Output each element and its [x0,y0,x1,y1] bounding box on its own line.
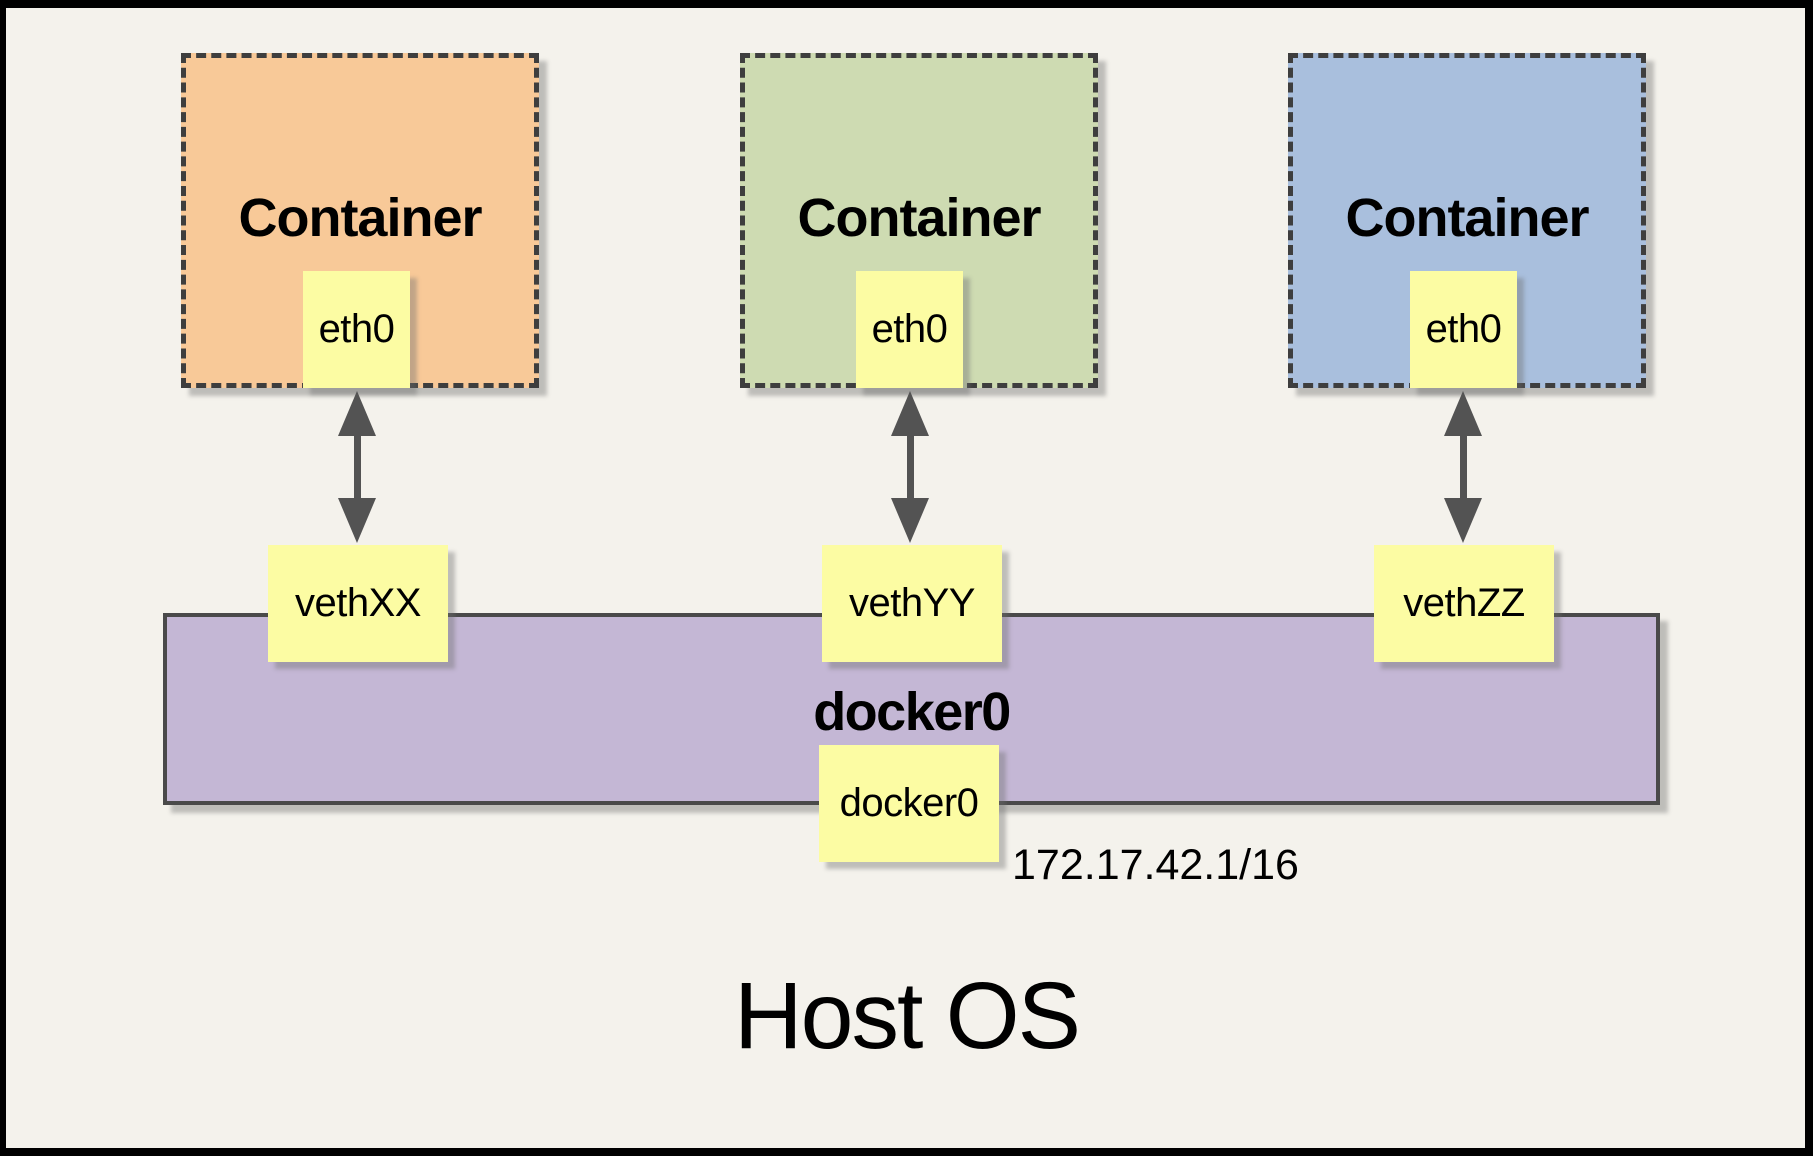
vethzz-label: vethZZ [1403,581,1525,625]
container-2-eth0-label: eth0 [871,307,948,351]
arrow-shaft [353,436,361,498]
docker0-bridge-label: docker0 [813,682,1011,742]
container-box-1: Container eth0 [181,53,539,388]
arrowhead-up-icon [338,391,376,436]
arrow-shaft [906,436,914,498]
container-1-eth0-box: eth0 [303,271,410,388]
host-os-label: Host OS [734,963,1081,1069]
container-2-eth0-box: eth0 [856,271,963,388]
arrowhead-down-icon [1444,498,1482,543]
container-box-3: Container eth0 [1288,53,1646,388]
arrowhead-down-icon [891,498,929,543]
container-2-label: Container [797,187,1041,248]
container-box-2: Container eth0 [740,53,1098,388]
container-1-eth0-label: eth0 [318,307,395,351]
double-arrow-icon-3 [1444,391,1482,543]
docker0-interface-label: docker0 [839,781,979,825]
container-3-label: Container [1345,187,1589,248]
arrowhead-down-icon [338,498,376,543]
double-arrow-icon-2 [891,391,929,543]
bridge-ip-label: 172.17.42.1/16 [1012,841,1299,889]
vethyy-box: vethYY [822,545,1002,662]
arrow-shaft [1459,436,1467,498]
arrowhead-up-icon [1444,391,1482,436]
docker0-interface-box: docker0 [819,745,999,862]
vethzz-box: vethZZ [1374,545,1554,662]
container-3-eth0-label: eth0 [1425,307,1502,351]
vethxx-label: vethXX [295,581,421,625]
arrowhead-up-icon [891,391,929,436]
container-1-label: Container [238,187,482,248]
vethxx-box: vethXX [268,545,448,662]
vethyy-label: vethYY [849,581,975,625]
container-3-eth0-box: eth0 [1410,271,1517,388]
double-arrow-icon-1 [338,391,376,543]
